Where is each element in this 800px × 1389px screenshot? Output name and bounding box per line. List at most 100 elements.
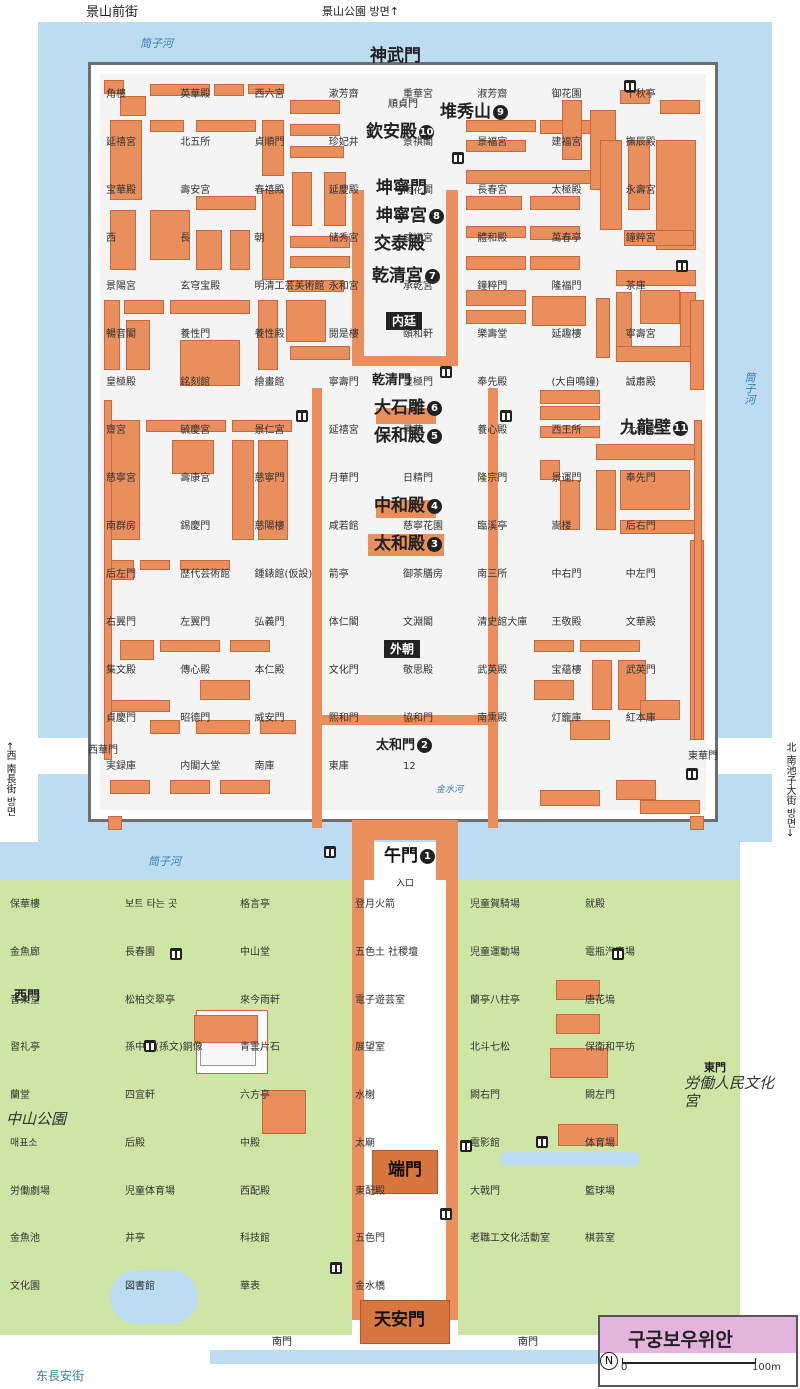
road-label-top-left: 景山前街 bbox=[86, 5, 139, 20]
place-label: 建福宮 bbox=[551, 137, 582, 148]
place-label: 貞順門 bbox=[254, 137, 285, 148]
place-label: 頤和軒 bbox=[403, 329, 433, 340]
place-label: 老職工文化活動室 bbox=[470, 1233, 550, 1245]
place-label: 御茶膳房 bbox=[403, 569, 443, 580]
place-label: 英華殿 bbox=[180, 89, 211, 100]
place-label: 景運門 bbox=[551, 473, 582, 484]
place-label: 傳心殿 bbox=[180, 665, 211, 676]
building-block bbox=[600, 140, 622, 230]
place-label: 漱芳齋 bbox=[328, 89, 359, 100]
place-label: 集文殿 bbox=[106, 665, 136, 676]
building-block bbox=[596, 470, 616, 530]
building-block bbox=[150, 720, 180, 734]
place-label: 長 bbox=[180, 233, 191, 244]
building-block bbox=[232, 420, 292, 432]
place-label: 太廟 bbox=[355, 1137, 375, 1149]
place-label: 明清工芸美術館 bbox=[254, 281, 325, 292]
place-label: 東庫 bbox=[328, 761, 349, 772]
place-label: 銘刻館 bbox=[180, 377, 211, 388]
place-label: 図書館 bbox=[125, 1281, 155, 1293]
place-label: 皇極門 bbox=[403, 377, 433, 388]
gate-nanmen-right: 南門 bbox=[518, 1337, 538, 1348]
building-block bbox=[596, 298, 610, 358]
building-block bbox=[170, 780, 210, 794]
building-block bbox=[230, 640, 270, 652]
place-label: 闕右門 bbox=[470, 1090, 500, 1102]
place-label: 六方亭 bbox=[240, 1090, 270, 1102]
place-label: 后左門 bbox=[106, 569, 136, 580]
gate-ximen: 西門 bbox=[14, 989, 41, 1004]
west-road bbox=[0, 738, 100, 774]
building-block bbox=[262, 190, 284, 280]
place-label: 太極殿 bbox=[551, 185, 582, 196]
place-label: 慈寧門 bbox=[254, 473, 285, 484]
place-label: 電影館 bbox=[470, 1137, 500, 1149]
building-block bbox=[120, 640, 154, 660]
place-label: 千秋亭 bbox=[625, 89, 656, 100]
place-label: 唐花塢 bbox=[585, 994, 615, 1006]
place-label: 曇華 bbox=[403, 425, 423, 436]
place-label: 敬思殿 bbox=[403, 665, 433, 676]
place-label: 臨溪亭 bbox=[477, 521, 508, 532]
building-block bbox=[534, 680, 574, 700]
place-label: 登月火箭 bbox=[355, 899, 395, 910]
building-block bbox=[596, 444, 696, 460]
place-label: 寧壽門 bbox=[328, 377, 359, 388]
place-label: 児童運動場 bbox=[470, 946, 520, 958]
place-label: 本仁殿 bbox=[254, 665, 285, 676]
place-label: 储秀宮 bbox=[328, 233, 359, 244]
place-label: 南熏殿 bbox=[477, 713, 508, 724]
place-label: 華表 bbox=[240, 1281, 260, 1293]
building-block bbox=[286, 300, 326, 342]
place-label: 茶庫 bbox=[625, 281, 646, 292]
building-block bbox=[230, 230, 250, 270]
zone-inner: 内廷 bbox=[386, 312, 423, 330]
place-label: 養性門 bbox=[180, 329, 211, 340]
building-block bbox=[260, 720, 296, 734]
place-label: 闕左門 bbox=[585, 1090, 615, 1102]
restroom-icon bbox=[452, 152, 464, 164]
place-label: 보트 타는 곳 bbox=[125, 899, 178, 910]
place-label: 青雲片石 bbox=[240, 1042, 280, 1054]
place-label: 體和殿 bbox=[477, 233, 508, 244]
legend-box: 구궁보우위안 bbox=[598, 1315, 798, 1387]
place-label: 延慶殿 bbox=[328, 185, 359, 196]
restroom-icon bbox=[676, 260, 688, 272]
building-block bbox=[540, 790, 600, 806]
place-label: 嵩楼 bbox=[551, 521, 572, 532]
place-label: 水榭 bbox=[355, 1090, 375, 1102]
place-label: 春禧殿 bbox=[254, 185, 285, 196]
place-label: 永和宮 bbox=[328, 281, 359, 292]
gate-qianqing: 乾清門 bbox=[372, 373, 412, 388]
place-label: 音楽堂 bbox=[10, 994, 40, 1006]
building-block bbox=[624, 230, 694, 246]
place-label: 孫中山(孫文)銅像 bbox=[125, 1042, 203, 1054]
building-block bbox=[150, 210, 190, 260]
building-block bbox=[214, 84, 244, 96]
place-label: 北五所 bbox=[180, 137, 211, 148]
building-block bbox=[262, 120, 284, 176]
building-block bbox=[290, 124, 340, 136]
restroom-icon bbox=[536, 1136, 548, 1148]
restroom-icon bbox=[330, 1262, 342, 1274]
building-block bbox=[290, 346, 350, 360]
place-label: 体仁閣 bbox=[328, 617, 359, 628]
gate-shenwu: 神武門 bbox=[370, 46, 421, 66]
place-label: 長春園 bbox=[125, 946, 155, 958]
place-label: 科技館 bbox=[240, 1233, 270, 1245]
place-label: 長春宮 bbox=[477, 185, 508, 196]
place-label: 月華門 bbox=[328, 473, 359, 484]
building-block bbox=[290, 256, 350, 268]
building-block bbox=[104, 80, 124, 94]
place-label: 鍾錶館(仮設) bbox=[254, 569, 313, 580]
place-label: 内閣大堂 bbox=[180, 761, 221, 772]
place-label: 延禧宮 bbox=[328, 425, 359, 436]
place-label: 景仁宮 bbox=[254, 425, 285, 436]
place-label: 大戟門 bbox=[470, 1185, 500, 1197]
legend-title-band bbox=[600, 1317, 796, 1353]
place-label: 重華宮 bbox=[403, 89, 433, 100]
